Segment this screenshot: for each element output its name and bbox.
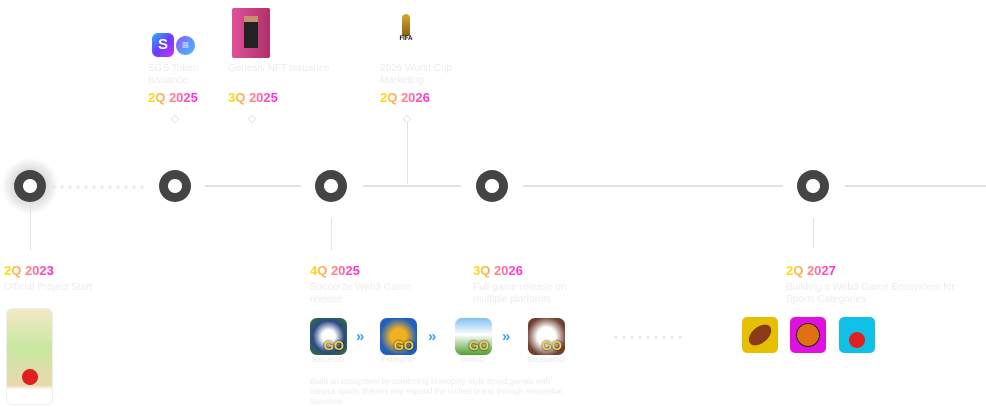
sgs-token-icon: S xyxy=(152,33,174,57)
timeline-line xyxy=(205,185,301,187)
milestone-date: 3Q 2025 xyxy=(228,90,278,105)
milestone-date: 4Q 2025 xyxy=(310,263,360,278)
timeline-line xyxy=(363,185,461,187)
game-name: SoccerGO xyxy=(311,357,345,364)
milestone-title: 2026 World Cup Marketing xyxy=(380,63,453,86)
marker xyxy=(247,114,257,124)
timeline-node-3q2026[interactable] xyxy=(476,170,508,202)
dotted-separator xyxy=(612,335,684,339)
marker xyxy=(402,114,412,124)
milestone-title: Full game release on multiple platforms xyxy=(473,282,567,305)
connector xyxy=(331,218,332,250)
chevron-right-icon: » xyxy=(502,328,511,345)
bowling-icon[interactable] xyxy=(839,317,875,353)
fishinggo-app-icon[interactable]: GO xyxy=(380,318,417,355)
milestone-title: Genesis NFT Issuance xyxy=(228,63,330,74)
chevron-right-icon: » xyxy=(428,328,437,345)
timeline-dotted-segment xyxy=(50,185,145,189)
game-name: FishingGO xyxy=(381,357,415,364)
connector xyxy=(30,202,31,250)
marker xyxy=(170,114,180,124)
game-name: GolfGO xyxy=(461,357,485,364)
milestone-date: 2Q 2027 xyxy=(786,263,836,278)
token-logo-icon: ≡ xyxy=(176,36,195,55)
basketball-icon[interactable] xyxy=(790,317,826,353)
connector xyxy=(407,122,408,184)
ecosystem-description: Build an ecosystem by combining Monopoly… xyxy=(310,377,563,406)
milestone-date: 3Q 2026 xyxy=(473,263,523,278)
milestone-date: 2Q 2025 xyxy=(148,90,198,105)
golfgo-app-icon[interactable]: GO xyxy=(455,318,492,355)
baseballgo-app-icon[interactable]: GO xyxy=(528,318,565,355)
connector xyxy=(813,218,814,248)
timeline-node-4q2025[interactable] xyxy=(315,170,347,202)
milestone-title: Building a Web3 Game Ecosystem for Sport… xyxy=(786,282,955,305)
timeline-line xyxy=(845,185,986,187)
timeline-line xyxy=(523,185,783,187)
genesis-nft-image xyxy=(232,8,270,58)
world-cup-trophy-icon: FIFA xyxy=(393,12,419,50)
milestone-title: Soccer2e Web3 Game release xyxy=(310,282,411,305)
milestone-title: Official Project Start xyxy=(4,282,93,293)
milestone-date: 2Q 2026 xyxy=(380,90,430,105)
chevron-right-icon: » xyxy=(356,328,365,345)
milestone-date: 2Q 2023 xyxy=(4,263,54,278)
game-phone-screenshot xyxy=(6,308,53,405)
football-icon[interactable] xyxy=(742,317,778,353)
game-name: BaseballGO xyxy=(527,357,565,364)
timeline-node-2q2025[interactable] xyxy=(159,170,191,202)
milestone-title: SGS Token Issuance xyxy=(148,63,199,86)
timeline-node-2q2027[interactable] xyxy=(797,170,829,202)
soccergo-app-icon[interactable]: GO xyxy=(310,318,347,355)
timeline-node-2023[interactable] xyxy=(14,170,46,202)
